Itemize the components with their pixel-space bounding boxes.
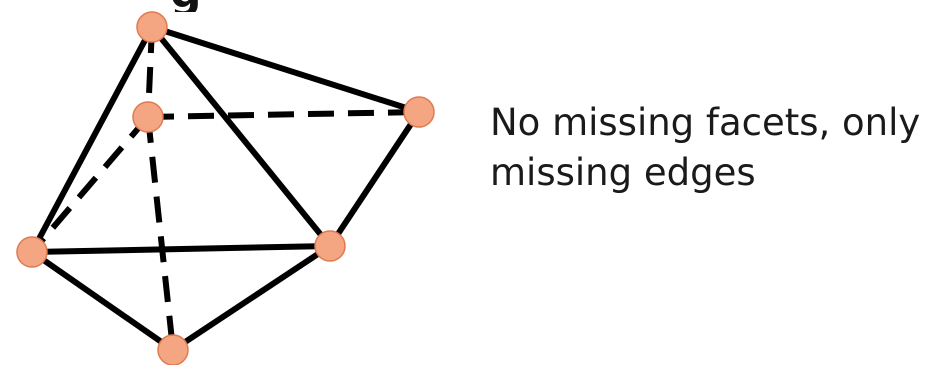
solid-edges	[29, 24, 422, 353]
dashed-edges	[29, 26, 420, 351]
solid-edge-v-top-v-left	[29, 25, 155, 254]
vertex-v-mid-back	[132, 101, 164, 133]
solid-edge-v-top-v-right	[151, 24, 420, 115]
dashed-edge-v-mid-back-v-left	[29, 115, 151, 254]
vertices	[16, 11, 435, 365]
caption-line-2: missing edges	[490, 151, 756, 194]
solid-edge-v-right-v-front	[327, 110, 422, 248]
solid-edge-v-left-v-front	[31, 243, 331, 255]
vertex-v-left	[16, 236, 48, 268]
vertex-v-bottom	[157, 334, 189, 365]
caption-line-1: No missing facets, only	[490, 101, 921, 144]
caption: No missing facets, only missing edges	[490, 98, 935, 198]
solid-edge-v-front-v-bottom	[171, 243, 332, 353]
title-fragment: g	[170, 0, 250, 12]
vertex-v-top	[136, 11, 168, 43]
dashed-edge-v-mid-back-v-right	[147, 109, 420, 120]
vertex-v-front	[314, 230, 346, 262]
dashed-edge-v-mid-back-v-bottom	[145, 116, 176, 351]
vertex-v-right	[403, 96, 435, 128]
solid-edge-v-top-v-front	[149, 25, 333, 248]
solid-edge-v-left-v-bottom	[30, 249, 175, 353]
